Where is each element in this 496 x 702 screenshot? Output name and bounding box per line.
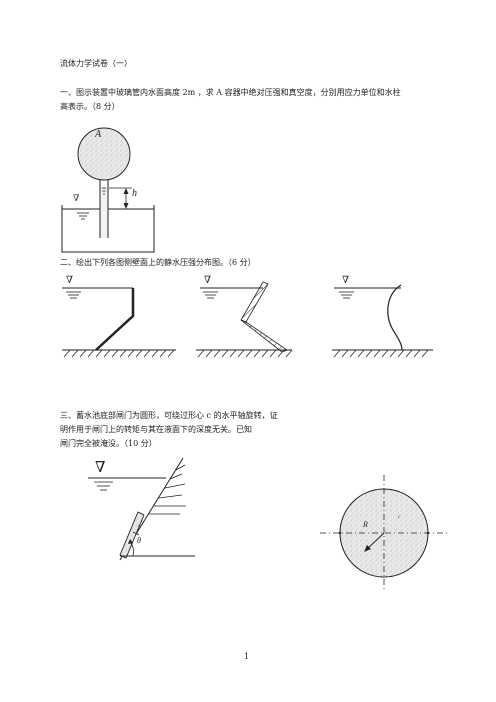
question-1-line-1: 一、图示装置中玻璃管内水面高度 2m ，求 A 容器中绝对压强和真空度，分别用应… <box>60 88 401 97</box>
axis-end-left <box>338 531 342 535</box>
figure-3-reservoir-gate: ∇ c θ <box>88 457 195 561</box>
gate <box>119 511 145 559</box>
question-1-line-2: 高表示。（8 分） <box>60 102 120 111</box>
tube-water-column <box>100 187 108 238</box>
water-surface-symbol: ∇ <box>66 275 73 286</box>
figure-2-panel-3: ∇ <box>332 275 433 358</box>
ground-hatch <box>333 349 429 358</box>
water-surface-symbol: ∇ <box>342 275 349 286</box>
page-title: 流体力学试卷（一） <box>60 59 132 68</box>
curved-wall <box>387 284 403 351</box>
ground-hatch <box>63 349 175 358</box>
label-h: h <box>132 188 137 199</box>
label-A: A <box>94 129 102 140</box>
bent-wall <box>95 288 135 351</box>
question-3-line-2: 明作用于闸门上的转矩与其在液面下的深度无关。已知 <box>60 425 252 434</box>
h-arrow-down <box>123 203 129 209</box>
ground-hatch <box>197 349 293 358</box>
wall-hatch <box>149 464 186 515</box>
axis-end-right <box>426 531 430 535</box>
figure-3-circular-gate: R c <box>320 475 448 592</box>
angle-arrow <box>128 539 133 544</box>
label-c-circle: c <box>398 515 401 520</box>
label-theta: θ <box>137 536 141 545</box>
inclined-plate-lower <box>240 319 288 353</box>
open-tank <box>61 205 155 253</box>
page-number: 1 <box>244 652 250 661</box>
figure-2-panel-1: ∇ <box>62 275 176 358</box>
water-surface-symbol: ∇ <box>204 275 211 286</box>
figure-1-container-apparatus: A ∇ h <box>61 127 155 253</box>
figure-2-panel-2: ∇ <box>196 275 293 358</box>
gate-axis-tick <box>132 531 140 536</box>
water-surface-symbol: ∇ <box>73 194 79 204</box>
question-3-line-3: 闸门完全被淹没。（10 分） <box>60 439 157 448</box>
h-arrow-up <box>123 188 129 194</box>
question-2-text: 二、绘出下列各图侧壁面上的静水压强分布图。（6 分） <box>60 258 256 267</box>
question-3-line-1: 三、蓄水池底部闸门为圆形，可绕过形心 c 的水平轴旋转，证 <box>60 411 278 420</box>
water-surface-symbol: ∇ <box>95 458 105 476</box>
radius-arrow <box>364 545 371 552</box>
label-c-gate: c <box>138 524 141 529</box>
label-R: R <box>362 520 368 529</box>
container-A-sphere <box>77 127 131 181</box>
